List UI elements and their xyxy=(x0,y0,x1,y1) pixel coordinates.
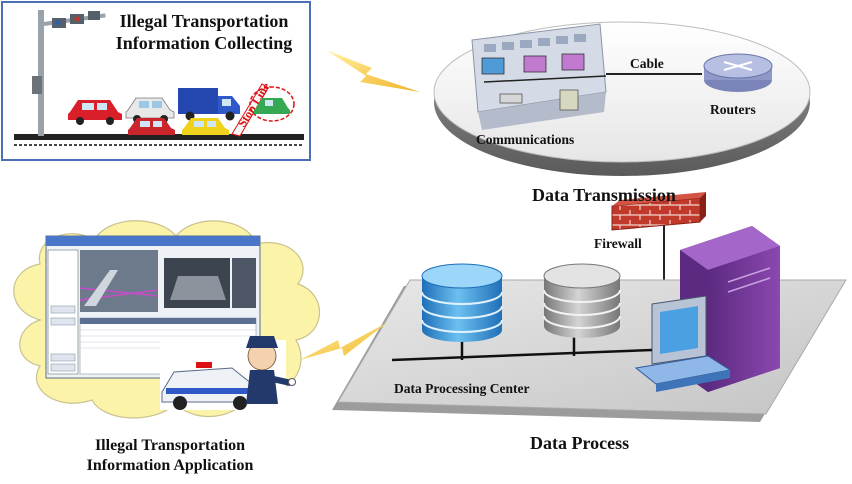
traffic-camera-pole-icon xyxy=(32,10,106,136)
collecting-title-line1: Illegal Transportation xyxy=(119,11,289,31)
gray-database-icon xyxy=(543,263,621,338)
transmission-title: Data Transmission xyxy=(532,185,676,205)
red-car-icon xyxy=(68,100,122,125)
firewall-icon xyxy=(611,192,706,231)
router-icon xyxy=(703,53,773,92)
violation-highlight-icon xyxy=(249,86,295,122)
data-processing-center-label: Data Processing Center xyxy=(394,381,530,396)
collecting-title: Illegal Transportation Information Colle… xyxy=(98,10,310,54)
collecting-panel: Stop Line xyxy=(1,1,311,161)
cable-label: Cable xyxy=(630,56,664,71)
red-car-lane2-icon xyxy=(128,118,175,135)
firewall-label: Firewall xyxy=(594,236,642,251)
application-title-line1: Illegal Transportation xyxy=(94,437,246,454)
application-title: Illegal Transportation Information Appli… xyxy=(40,436,300,476)
lightning-bolt-bottom-icon xyxy=(300,322,388,360)
communications-label: Communications xyxy=(476,132,575,147)
police-officer-scene xyxy=(160,336,296,410)
lightning-bolt-top-icon xyxy=(326,50,420,92)
processing-network-lines xyxy=(391,336,653,362)
blue-database-icon xyxy=(421,263,503,342)
communications-building-icon xyxy=(471,23,607,130)
routers-label: Routers xyxy=(710,102,756,117)
application-title-line2: Information Application xyxy=(86,457,254,474)
police-officer-icon xyxy=(246,336,296,404)
police-car-icon xyxy=(161,362,259,410)
process-title: Data Process xyxy=(530,433,630,453)
collecting-title-line2: Information Collecting xyxy=(115,33,293,53)
road-line-icon xyxy=(14,134,304,140)
yellow-car-icon xyxy=(182,118,229,135)
workstation-computer-icon xyxy=(634,295,732,392)
